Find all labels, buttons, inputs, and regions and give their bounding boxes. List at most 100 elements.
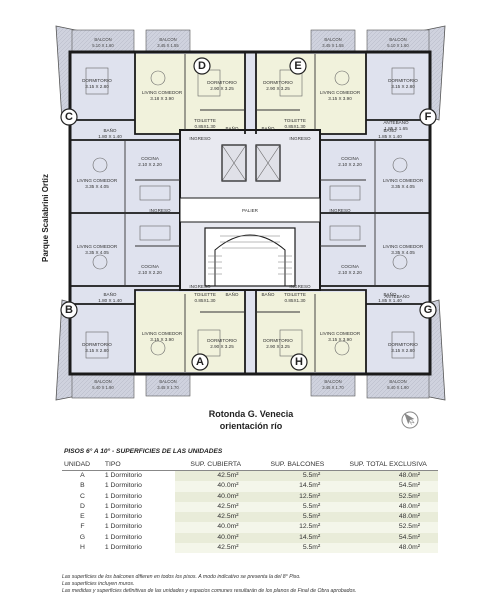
svg-text:3.15 X 2.80: 3.15 X 2.80 [85,348,109,353]
svg-text:B: B [65,304,73,316]
cell-cubierta: 42.5m² [174,501,257,513]
svg-text:3.45 X 1.70: 3.45 X 1.70 [157,385,179,390]
svg-text:2.10 X 2.20: 2.10 X 2.20 [138,162,162,167]
cell-tipo: 1 Dormitorio [104,533,142,541]
cell-tipo: 1 Dormitorio [104,492,142,500]
cell-balcones: 5.5m² [256,501,339,513]
svg-text:BALCON: BALCON [324,37,341,42]
cell-balcones: 5.5m² [256,543,339,554]
svg-text:LIVING COMEDOR: LIVING COMEDOR [142,331,183,336]
cell-total: 48.0m² [338,512,438,523]
cell-tipo: 1 Dormitorio [104,544,142,552]
footnotes: Las superficies de los balcones difieren… [62,574,482,595]
cell-cubierta: 42.5m² [174,543,257,554]
footnote: Las superficies incluyen muros. [62,581,135,587]
cell-cubierta: 42.5m² [174,470,257,482]
svg-text:1.80 X 1.40: 1.80 X 1.40 [98,134,122,139]
svg-text:2.90 X 3.25: 2.90 X 3.25 [266,344,290,349]
svg-text:DORMITORIO: DORMITORIO [263,80,293,85]
unit-tag-e: E [289,57,307,75]
svg-text:3.18 X 3.90: 3.18 X 3.90 [150,96,174,101]
svg-text:BAÑO: BAÑO [261,125,274,131]
svg-text:DORMITORIO: DORMITORIO [82,78,112,83]
header-total: SUP. TOTAL EXCLUSIVA [338,460,438,471]
svg-text:BAÑO: BAÑO [103,291,116,297]
unit-tag-a: A [191,353,209,371]
cell-tipo: 1 Dormitorio [104,502,142,510]
svg-text:5.40 X 1.90: 5.40 X 1.90 [92,385,114,390]
svg-text:DORMITORIO: DORMITORIO [388,342,418,347]
cell-total: 48.0m² [338,543,438,554]
svg-text:N: N [409,419,416,426]
cell-balcones: 14.5m² [256,481,339,492]
cell-cubierta: 40.0m² [174,522,257,533]
cell-total: 54.5m² [338,481,438,492]
svg-text:2.90 X 3.25: 2.90 X 3.25 [266,86,290,91]
svg-text:0.85X1.30: 0.85X1.30 [195,124,216,129]
svg-text:3.45 X 1.55: 3.45 X 1.55 [157,43,179,48]
cell-total: 48.0m² [338,501,438,513]
park-label: Parque Scalabrini Ortiz [41,174,50,262]
svg-text:TOILETTE: TOILETTE [284,292,306,297]
svg-text:INGRESO: INGRESO [329,208,351,213]
cell-total: 52.5m² [338,491,438,502]
header-cubierta: SUP. CUBIERTA [174,460,257,471]
svg-text:3.45 X 1.55: 3.45 X 1.55 [322,43,344,48]
svg-text:TOILETTE: TOILETTE [194,292,216,297]
svg-text:5.10 X 1.60: 5.10 X 1.60 [387,43,409,48]
unit-tag-g: G [419,301,437,319]
svg-text:INGRESO: INGRESO [149,208,171,213]
svg-text:D: D [198,60,206,72]
svg-text:1.85 X 1.65: 1.85 X 1.65 [384,126,408,131]
cell-balcones: 5.5m² [256,512,339,523]
unit-a-fill [135,292,245,372]
svg-text:COCINA: COCINA [341,264,360,269]
cell-unidad: H [79,544,85,552]
svg-text:LIVING COMEDOR: LIVING COMEDOR [383,178,424,183]
balcony-bottom-right-2 [366,373,430,399]
svg-text:LIVING COMEDOR: LIVING COMEDOR [320,90,361,95]
balcony-bottom-left [71,373,135,399]
room-labels: BALCON 5.10 X 1.60 BALCON 3.45 X 1.55 BA… [77,37,424,390]
elevator-x-2 [255,144,281,182]
cell-tipo: 1 Dormitorio [104,482,142,490]
cell-balcones: 5.5m² [256,470,339,482]
svg-text:INGRESO: INGRESO [289,136,311,141]
footnote: Las medidas y superficies definitivas de… [62,588,357,594]
svg-text:LIVING COMEDOR: LIVING COMEDOR [77,178,118,183]
svg-text:BALCON: BALCON [389,379,406,384]
cell-unidad: E [80,513,85,521]
svg-text:LIVING COMEDOR: LIVING COMEDOR [77,244,118,249]
header-unidad: UNIDAD [62,460,103,471]
svg-text:BAÑO: BAÑO [261,291,274,297]
svg-text:3.35 X 4.05: 3.35 X 4.05 [391,184,415,189]
unit-h-fill [256,292,366,372]
svg-text:ANTEBAÑO: ANTEBAÑO [384,293,410,299]
header-balcones: SUP. BALCONES [256,460,339,471]
svg-text:1.80 X 1.40: 1.80 X 1.40 [98,298,122,303]
header-tipo: TIPO [102,460,175,471]
unit-tags: D E C F B G A H [60,57,437,371]
svg-text:PALIER: PALIER [242,208,259,213]
floor-plan: BALCON 5.10 X 1.60 BALCON 3.45 X 1.55 BA… [41,25,446,431]
cell-balcones: 14.5m² [256,532,339,544]
svg-text:BALCON: BALCON [159,37,176,42]
svg-text:0.85X1.30: 0.85X1.30 [285,298,306,303]
cell-cubierta: 40.0m² [174,491,257,502]
svg-text:3.35 X 4.05: 3.35 X 4.05 [391,250,415,255]
svg-text:BALCON: BALCON [389,37,406,42]
cell-tipo: 1 Dormitorio [104,513,142,521]
unit-tag-d: D [193,57,211,75]
svg-text:LIVING COMEDOR: LIVING COMEDOR [383,244,424,249]
svg-text:F: F [425,111,432,123]
cell-unidad: F [80,523,85,531]
svg-text:BAÑO: BAÑO [103,127,116,133]
unit-e-fill [256,54,366,134]
unit-d-fill [135,54,245,134]
svg-text:2.90 X 3.25: 2.90 X 3.25 [210,86,234,91]
